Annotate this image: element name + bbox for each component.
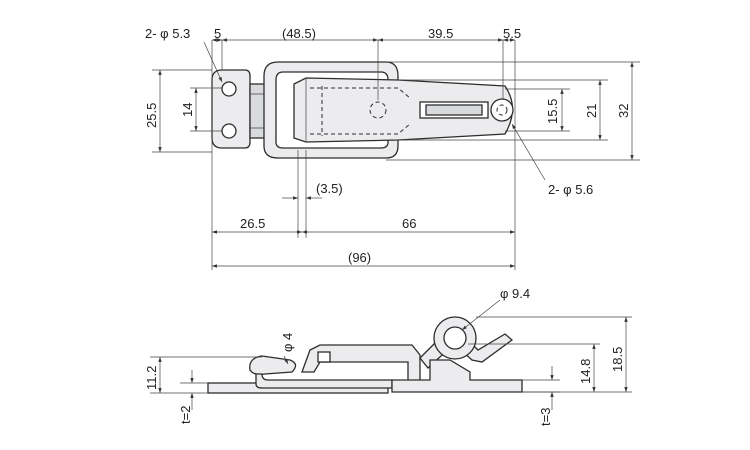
label-18-5: 18.5: [610, 347, 625, 372]
label-25-5: 25.5: [144, 103, 159, 128]
label-phi-9-4: φ 9.4: [500, 286, 530, 301]
label-hole-left: 2- φ 5.3: [145, 26, 190, 41]
hinge-curl: [249, 355, 297, 376]
label-3-5: (3.5): [316, 181, 343, 196]
label-phi-4: φ 4: [280, 333, 295, 352]
label-48-5: (48.5): [282, 26, 316, 41]
right-bracket: [391, 359, 523, 393]
label-14: 14: [180, 103, 195, 117]
mounting-hole-lower: [221, 123, 237, 139]
label-32: 32: [616, 104, 631, 118]
hidden-edge-lower: [310, 123, 411, 135]
label-11-2: 11.2: [144, 366, 159, 390]
label-hole-right: 2- φ 5.6: [548, 182, 593, 197]
label-39-5: 39.5: [428, 26, 453, 41]
label-15-5: 15.5: [545, 99, 560, 124]
label-26-5: 26.5: [240, 216, 265, 231]
label-t-2: t=2: [178, 406, 193, 424]
label-66: 66: [402, 216, 416, 231]
hook-hole-outer: [490, 98, 514, 122]
side-view: φ 9.4 φ 4 11.2 t=2 14.8 18.5 t=3: [144, 286, 632, 426]
eyelet-hole: [443, 326, 467, 350]
label-t-3: t=3: [538, 408, 553, 426]
mounting-hole-upper: [221, 81, 237, 97]
label-21: 21: [584, 104, 599, 118]
label-5: 5: [214, 26, 221, 41]
top-view: 2- φ 5.3 5 (48.5) 39.5 5.5 25.5 14 15.5 …: [144, 26, 640, 270]
hidden-edge-upper: [310, 87, 411, 99]
label-14-8: 14.8: [578, 359, 593, 384]
label-96: (96): [348, 250, 371, 265]
pivot-hole: [369, 101, 387, 119]
label-5-5: 5.5: [503, 26, 521, 41]
